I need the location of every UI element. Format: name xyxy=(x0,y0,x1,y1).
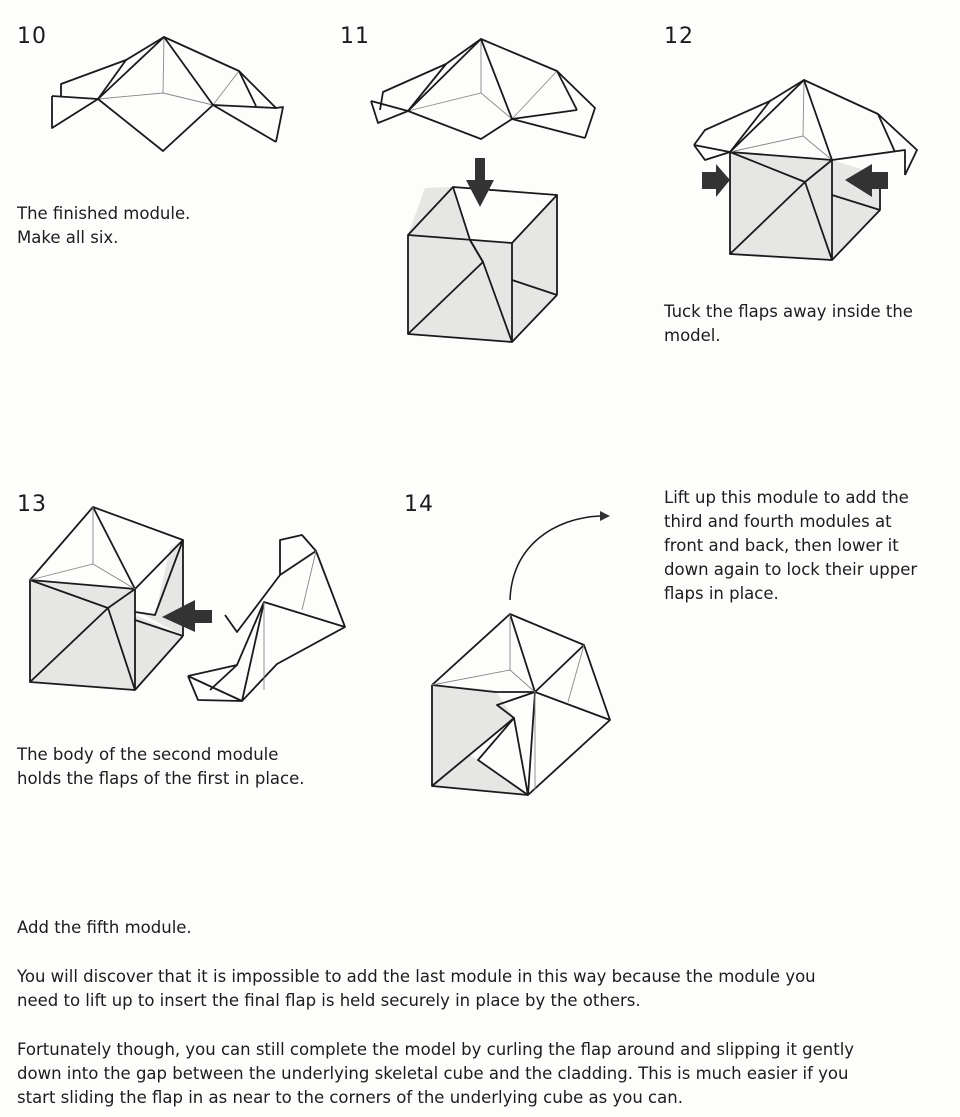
lift-arrow-curve xyxy=(509,515,601,601)
arrow-down-icon xyxy=(466,158,494,207)
caption-line: model. xyxy=(664,326,721,345)
step-14-caption: Lift up this module to add the third and… xyxy=(664,486,917,606)
paragraph-2: You will discover that it is impossible … xyxy=(17,965,816,1013)
step-10-number: 10 xyxy=(17,24,47,49)
paragraph-line: Add the fifth module. xyxy=(17,918,192,937)
arrowhead-icon xyxy=(600,511,610,521)
caption-line: The finished module. xyxy=(17,204,191,223)
paragraph-line: start sliding the flap in as near to the… xyxy=(17,1088,683,1107)
step-14-diagram xyxy=(431,511,611,796)
arrow-right-icon xyxy=(702,164,730,197)
step-13-number: 13 xyxy=(17,492,47,517)
step-13-caption: The body of the second module holds the … xyxy=(17,743,304,791)
step-10-caption: The finished module. Make all six. xyxy=(17,202,190,250)
caption-line: Make all six. xyxy=(17,228,119,247)
caption-line: holds the flaps of the first in place. xyxy=(17,769,305,788)
step-11-cube-diagram xyxy=(407,158,558,343)
caption-line: down again to lock their upper xyxy=(664,560,918,579)
step-14-number: 14 xyxy=(404,492,434,517)
arrow-left-icon xyxy=(845,164,888,197)
step-13-diagram xyxy=(29,506,212,691)
paragraph-line: down into the gap between the underlying… xyxy=(17,1064,849,1083)
paragraph-3: Fortunately though, you can still comple… xyxy=(17,1038,854,1110)
step-12-diagram xyxy=(693,79,918,261)
paragraph-line: You will discover that it is impossible … xyxy=(17,967,816,986)
step-11-number: 11 xyxy=(340,24,370,49)
caption-line: Tuck the flaps away inside the xyxy=(664,302,913,321)
arrow-left-icon xyxy=(162,600,212,632)
step-13-second-module-diagram xyxy=(187,534,346,702)
paragraph-line: Fortunately though, you can still comple… xyxy=(17,1040,855,1059)
paragraph-1: Add the fifth module. xyxy=(17,916,192,940)
step-12-number: 12 xyxy=(664,24,694,49)
paragraph-line: need to lift up to insert the final flap… xyxy=(17,991,641,1010)
step-12-caption: Tuck the flaps away inside the model. xyxy=(664,300,913,348)
caption-line: The body of the second module xyxy=(17,745,279,764)
caption-line: flaps in place. xyxy=(664,584,779,603)
caption-line: front and back, then lower it xyxy=(664,536,899,555)
step-11-module-diagram xyxy=(370,38,596,140)
caption-line: third and fourth modules at xyxy=(664,512,892,531)
caption-line: Lift up this module to add the xyxy=(664,488,909,507)
step-10-module-diagram xyxy=(51,36,284,152)
